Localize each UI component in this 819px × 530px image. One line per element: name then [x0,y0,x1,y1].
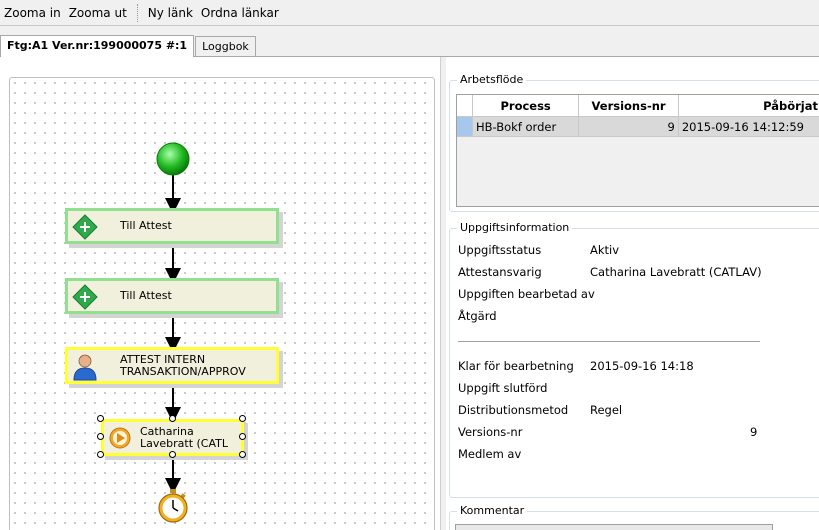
table-row[interactable]: HB-Bokf order 9 2015-09-16 14:12:59 [457,117,819,137]
cell-started: 2015-09-16 14:12:59 [678,117,819,137]
distribution-label: Distributionsmetod [458,403,569,417]
flow-node-till-attest-2[interactable]: Till Attest [65,278,279,314]
grid-header-selector [457,95,473,117]
new-link-button[interactable]: Ny länk [147,5,193,20]
toolbar-separator [136,3,138,22]
green-diamond-icon [72,284,98,310]
version-label: Versions-nr [458,425,523,439]
processed-by-label: Uppgiften bearbetad av [458,287,595,301]
cell-process: HB-Bokf order [472,117,580,137]
tab-voucher[interactable]: Ftg:A1 Ver.nr:199000075 #:1 [0,35,195,57]
zoom-out-button[interactable]: Zooma ut [68,5,127,20]
workflow-group-title: Arbetsflöde [457,73,527,86]
flow-connectors [156,142,190,494]
grid-header-version[interactable]: Versions-nr [579,95,679,117]
grid-header-row: Process Versions-nr Påbörjat [457,95,819,117]
finished-label: Uppgift slutförd [458,381,548,395]
selection-handle[interactable] [239,451,246,458]
pane-splitter[interactable] [440,57,446,530]
workflow-group: Arbetsflöde Process Versions-nr Påbörjat… [449,73,819,212]
ready-label: Klar för bearbetning [458,359,574,373]
member-label: Medlem av [458,447,522,461]
tab-log[interactable]: Loggbok [195,36,256,56]
status-label: Uppgiftsstatus [458,243,542,257]
selection-handle[interactable] [239,433,246,440]
comment-textbox[interactable] [455,524,773,530]
selection-handle[interactable] [97,433,104,440]
node-label-line2: Lavebratt (CATL [140,436,229,450]
selection-handle[interactable] [239,415,246,422]
stopwatch-icon[interactable] [157,488,189,524]
tab-divider [0,56,819,57]
flow-node-till-attest-1[interactable]: Till Attest [65,208,279,244]
cell-version: 9 [579,117,679,137]
node-label: Till Attest [120,219,172,232]
node-label: Till Attest [120,289,172,302]
play-icon [109,427,131,449]
comment-group: Kommentar [449,504,819,530]
selection-handle[interactable] [97,451,104,458]
arrange-links-button[interactable]: Ordna länkar [200,5,279,20]
responsible-label: Attestansvarig [458,265,542,279]
selection-handle[interactable] [169,415,176,422]
toolbar: Zooma in Zooma ut Ny länk Ordna länkar [0,0,819,26]
responsible-value: Catharina Lavebratt (CATLAV) [590,265,762,279]
grid-header-process[interactable]: Process [472,95,580,117]
user-icon [73,354,97,381]
info-separator [458,341,760,342]
tab-strip: Ftg:A1 Ver.nr:199000075 #:1 Loggbok [0,35,257,57]
task-info-group-title: Uppgiftsinformation [457,221,573,234]
grid-header-started[interactable]: Påbörjat [678,95,819,117]
selection-handle[interactable] [169,451,176,458]
flow-canvas[interactable]: Till Attest Till Attest ATTEST INTERN TR… [9,77,435,530]
version-value: 9 [750,425,758,439]
action-label: Åtgärd [458,309,497,323]
row-selector[interactable] [457,117,473,137]
status-value: Aktiv [590,243,620,257]
node-label-line2: TRANSAKTION/APPROV [120,364,246,378]
flow-pane: Till Attest Till Attest ATTEST INTERN TR… [0,57,440,530]
details-pane: Arbetsflöde Process Versions-nr Påbörjat… [446,57,819,530]
flow-node-attest-intern[interactable]: ATTEST INTERN TRANSAKTION/APPROV [65,347,279,384]
selection-handle[interactable] [97,415,104,422]
node-label-line1: Catharina [140,424,194,438]
ready-value: 2015-09-16 14:18 [590,359,694,373]
zoom-in-button[interactable]: Zooma in [4,5,61,20]
green-diamond-icon [72,214,98,240]
node-label-line1: ATTEST INTERN [120,352,206,366]
task-info-group: Uppgiftsinformation Uppgiftsstatus Aktiv… [449,221,819,498]
distribution-value: Regel [590,403,623,417]
start-node[interactable] [156,142,190,176]
comment-group-title: Kommentar [457,504,528,517]
workflow-grid[interactable]: Process Versions-nr Påbörjat HB-Bokf ord… [456,94,819,207]
